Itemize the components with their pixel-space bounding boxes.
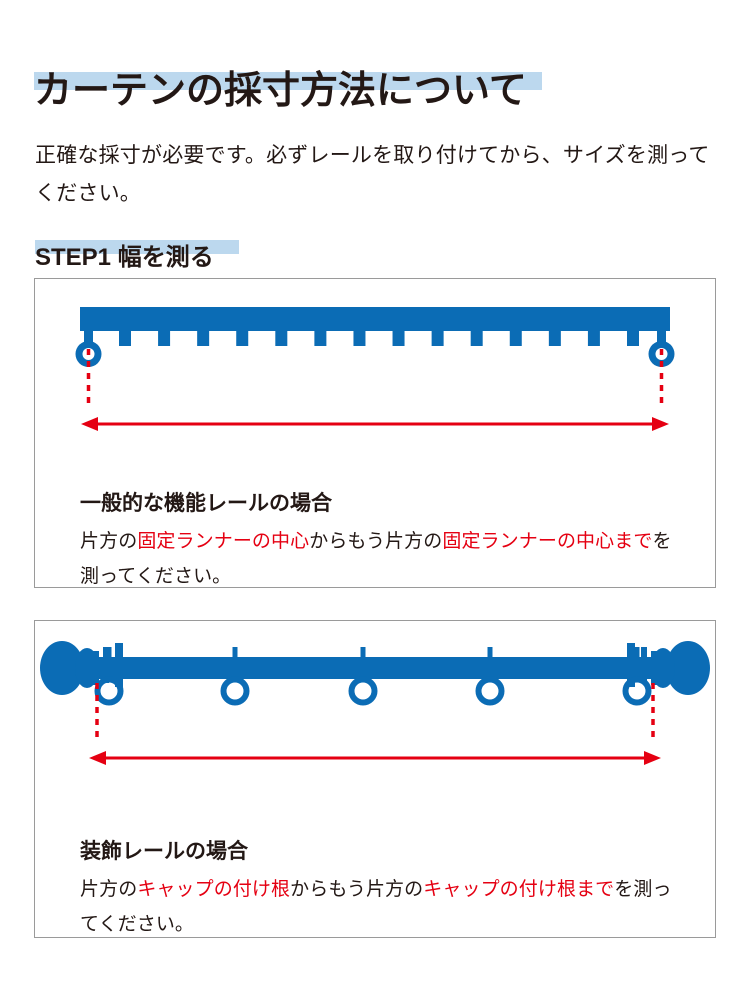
curtain-ring bbox=[348, 647, 378, 706]
measure-arrow bbox=[89, 751, 661, 765]
runner-tooth bbox=[509, 331, 522, 346]
step-heading-highlight bbox=[35, 240, 239, 254]
curtain-rings-group bbox=[94, 647, 652, 706]
page-title: カーテンの採寸方法について bbox=[34, 70, 527, 113]
body-text-run: からもう片方の bbox=[290, 879, 424, 900]
runner-tooth bbox=[548, 331, 561, 346]
highlight-phrase: 固定ランナーの中心まで bbox=[442, 531, 653, 552]
runner-teeth-group bbox=[119, 331, 639, 346]
rail-bar bbox=[80, 307, 670, 331]
runner-tooth bbox=[158, 331, 171, 346]
panel-decorative-rail: 装飾レールの場合 片方のキャップの付け根からもう片方のキャップの付け根までを測っ… bbox=[34, 620, 716, 938]
runner-tooth bbox=[314, 331, 327, 346]
runner-tooth bbox=[470, 331, 483, 346]
intro-paragraph: 正確な採寸が必要です。必ずレールを取り付けてから、サイズを測ってください。 bbox=[35, 144, 710, 205]
caption-title-functional: 一般的な機能レールの場合 bbox=[80, 492, 332, 515]
page-title-highlight bbox=[34, 72, 542, 90]
curtain-ring bbox=[475, 647, 505, 706]
runner-tooth bbox=[392, 331, 405, 346]
body-text-run: からもう片方の bbox=[309, 531, 443, 552]
finial-left bbox=[40, 641, 99, 695]
body-text-run: を測ってください。 bbox=[80, 531, 672, 587]
caption-title-decorative: 装飾レールの場合 bbox=[80, 840, 248, 863]
caption-body-decorative: 片方のキャップの付け根からもう片方のキャップの付け根までを測ってください。 bbox=[80, 872, 685, 942]
runner-tooth bbox=[587, 331, 600, 346]
runner-tooth bbox=[197, 331, 210, 346]
runner-tooth bbox=[236, 331, 249, 346]
highlight-phrase: 固定ランナーの中心 bbox=[137, 531, 310, 552]
highlight-phrase: キャップの付け根 bbox=[137, 879, 291, 900]
highlight-phrase: キャップの付け根まで bbox=[423, 879, 615, 900]
caption-body-functional: 片方の固定ランナーの中心からもう片方の固定ランナーの中心までを測ってください。 bbox=[80, 524, 685, 594]
decorative-curtain-rail-diagram bbox=[40, 641, 710, 765]
curtain-ring bbox=[622, 647, 652, 706]
measure-arrow bbox=[81, 417, 669, 431]
body-text-run: 片方の bbox=[80, 879, 138, 900]
panel-functional-rail: 一般的な機能レールの場合 片方の固定ランナーの中心からもう片方の固定ランナーの中… bbox=[34, 278, 716, 588]
rail-pole bbox=[87, 657, 663, 679]
runner-tooth bbox=[353, 331, 366, 346]
body-text-run: を測ってください。 bbox=[80, 879, 672, 935]
runner-tooth bbox=[431, 331, 444, 346]
functional-curtain-rail-diagram bbox=[75, 307, 675, 431]
runner-tooth bbox=[119, 331, 131, 346]
runner-tooth bbox=[627, 331, 639, 346]
bracket-left bbox=[103, 643, 123, 687]
step-heading: STEP1 幅を測る bbox=[35, 243, 214, 271]
finial-right bbox=[651, 641, 710, 695]
body-text-run: 片方の bbox=[80, 531, 138, 552]
curtain-ring bbox=[220, 647, 250, 706]
bracket-right bbox=[627, 643, 647, 687]
runner-tooth bbox=[275, 331, 288, 346]
curtain-ring bbox=[94, 647, 124, 706]
